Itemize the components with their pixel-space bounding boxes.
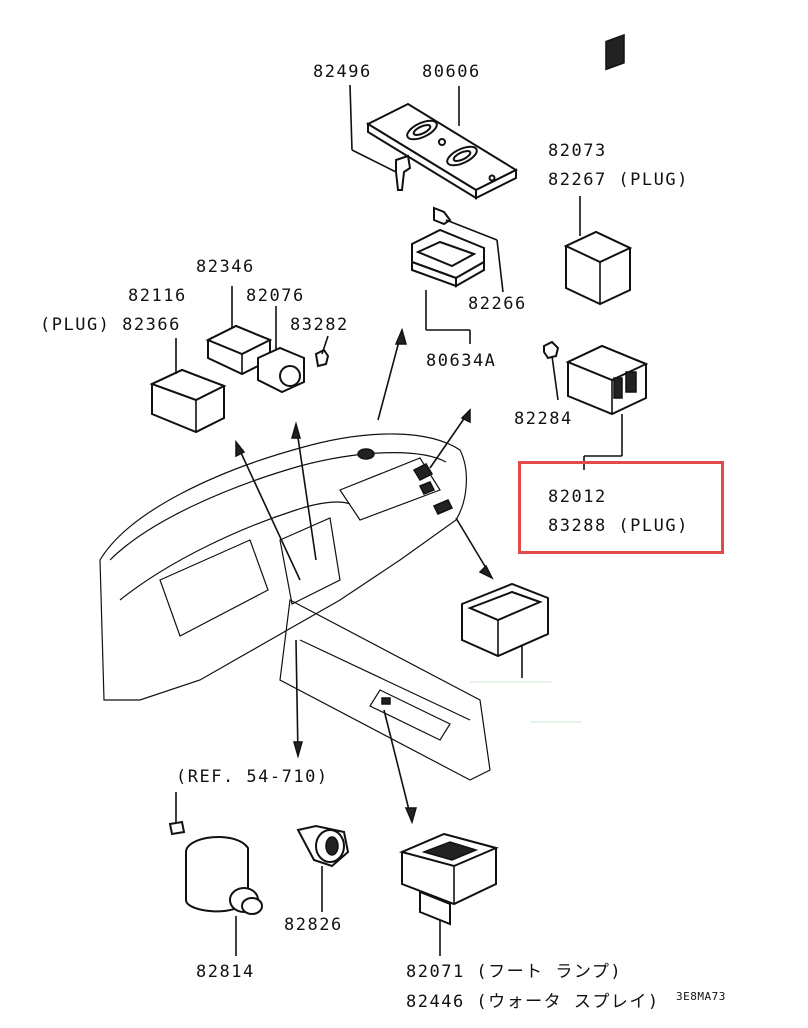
dashboard-outline xyxy=(99,433,491,781)
label-ref-54-710: (REF. 54-710) xyxy=(176,767,329,787)
label-82071: 82071 (フート ランプ) xyxy=(406,962,623,982)
label-82814: 82814 xyxy=(196,962,255,982)
panel-plate-80606 xyxy=(365,102,519,200)
label-82496: 82496 xyxy=(313,62,372,82)
label-82116: 82116 xyxy=(128,286,187,306)
label-82366: (PLUG) 82366 xyxy=(40,315,181,335)
label-82826: 82826 xyxy=(284,915,343,935)
bulb-82266 xyxy=(433,206,504,293)
lamp-82071 xyxy=(398,832,500,956)
label-82012: 82012 xyxy=(548,487,607,507)
lighter-82814 xyxy=(168,792,263,956)
plug-82366 xyxy=(149,338,227,434)
label-82076: 82076 xyxy=(246,286,305,306)
label-82284: 82284 xyxy=(514,409,573,429)
lamp-80634A xyxy=(411,228,485,344)
highlight-box xyxy=(518,461,724,554)
switch-82076 xyxy=(257,306,305,394)
label-82266: 82266 xyxy=(468,294,527,314)
label-82346: 82346 xyxy=(196,257,255,277)
label-82073: 82073 xyxy=(548,141,607,161)
callout-arrows xyxy=(235,327,494,825)
label-82267: 82267 (PLUG) xyxy=(548,170,689,190)
label-83282: 83282 xyxy=(290,315,349,335)
label-80606: 80606 xyxy=(422,62,481,82)
switch-82012 xyxy=(565,344,649,470)
clip-82496 xyxy=(349,84,412,191)
label-83288: 83288 (PLUG) xyxy=(548,516,689,536)
screw-83282 xyxy=(314,335,330,368)
lamp-82826 xyxy=(296,824,350,912)
label-82446: 82446 (ウォータ スプレイ) xyxy=(406,992,660,1012)
label-80634A: 80634A xyxy=(426,351,497,371)
figure-code: 3E8MA73 xyxy=(676,990,726,1003)
plug-82267 xyxy=(563,33,633,306)
clip-82284 xyxy=(543,340,560,401)
pocket-console-part xyxy=(461,582,549,678)
